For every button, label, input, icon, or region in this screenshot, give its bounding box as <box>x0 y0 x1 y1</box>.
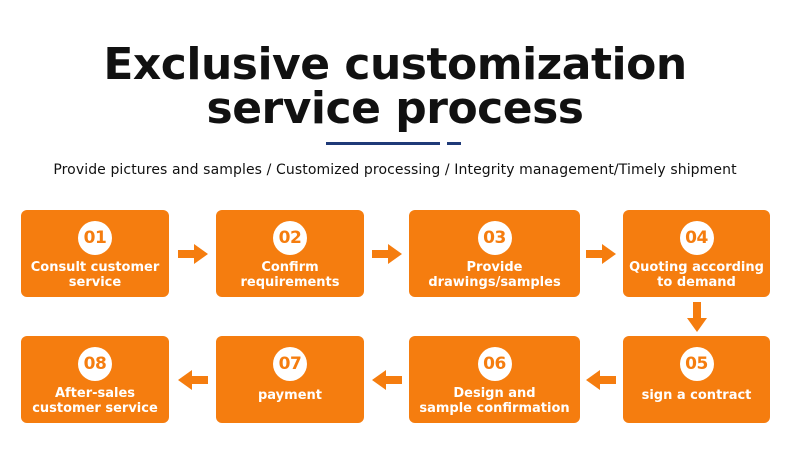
step-label: Provide drawings/samples <box>428 260 561 290</box>
step-label: Design and sample confirmation <box>419 386 570 416</box>
arrow-right-icon <box>372 244 402 264</box>
step-label: Quoting according to demand <box>629 260 764 290</box>
step-08: 08 After-sales customer service <box>21 336 169 423</box>
step-label: Consult customer service <box>30 260 160 290</box>
arrow-right-icon <box>586 244 616 264</box>
step-label: payment <box>258 388 322 403</box>
arrow-left-icon <box>178 370 208 390</box>
title-line-2: service process <box>206 83 584 134</box>
step-number-badge: 05 <box>679 347 714 381</box>
step-01: 01 Consult customer service <box>21 210 169 297</box>
step-number-badge: 08 <box>78 347 112 381</box>
step-06: 06 Design and sample confirmation <box>409 336 580 423</box>
step-number-badge: 03 <box>477 221 512 255</box>
step-label: Confirm requirements <box>240 260 340 290</box>
step-number-badge: 06 <box>477 347 512 381</box>
step-number-badge: 04 <box>679 221 714 255</box>
step-number-badge: 02 <box>273 221 307 255</box>
title-underline-dash <box>447 142 461 145</box>
arrow-down-icon <box>687 302 707 332</box>
step-04: 04 Quoting according to demand <box>623 210 770 297</box>
arrow-left-icon <box>372 370 402 390</box>
step-03: 03 Provide drawings/samples <box>409 210 580 297</box>
step-02: 02 Confirm requirements <box>216 210 364 297</box>
title-line-1: Exclusive customization <box>103 39 687 90</box>
step-number-badge: 01 <box>78 221 112 255</box>
title-underline <box>326 142 440 145</box>
arrow-left-icon <box>586 370 616 390</box>
step-number-badge: 07 <box>273 347 307 381</box>
subtitle: Provide pictures and samples / Customize… <box>53 162 737 178</box>
step-label: After-sales customer service <box>32 386 158 416</box>
step-07: 07 payment <box>216 336 364 423</box>
step-05: 05 sign a contract <box>623 336 770 423</box>
step-label: sign a contract <box>641 388 752 403</box>
arrow-right-icon <box>178 244 208 264</box>
